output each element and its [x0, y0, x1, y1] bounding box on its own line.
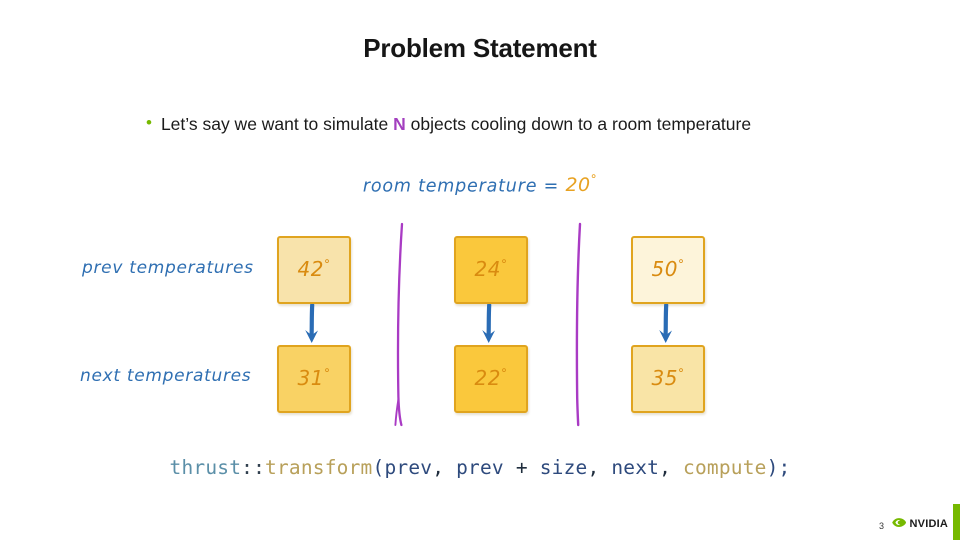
down-arrow-icon-2: [653, 302, 679, 344]
row-label-prev: prev temperatures: [82, 258, 254, 278]
bullet-text-before: Let’s say we want to simulate: [160, 114, 394, 134]
nvidia-wordmark: NVIDIA: [909, 518, 948, 530]
code-token-9: ,: [587, 456, 612, 479]
code-token-6: prev: [456, 456, 504, 479]
code-token-7: +: [503, 456, 540, 479]
temperature-box-next-0: 31°: [277, 345, 351, 413]
bullet-text: Let’s say we want to simulate N objects …: [161, 114, 751, 135]
temperature-number: 50: [651, 257, 678, 281]
temperature-box-prev-2: 50°: [631, 236, 705, 304]
code-token-10: next: [611, 456, 660, 479]
temperature-box-prev-1: 24°: [454, 236, 528, 304]
degree-icon: °: [500, 366, 508, 381]
brand-accent-bar: [953, 504, 960, 540]
code-token-8: size: [539, 456, 588, 479]
bullet-marker-icon: •: [146, 113, 152, 132]
nvidia-eye-icon: [891, 515, 907, 533]
bullet-highlight-n: N: [393, 114, 406, 134]
temperature-value: 35°: [652, 366, 685, 390]
bullet-text-after: objects cooling down to a room temperatu…: [405, 114, 752, 134]
degree-icon: °: [500, 257, 508, 272]
room-temperature-value: 20°: [565, 173, 598, 197]
temperature-value: 22°: [475, 366, 508, 390]
code-token-11: ,: [659, 456, 684, 479]
room-temperature-caption: room temperature = 20°: [0, 173, 960, 196]
page-title: Problem Statement: [363, 33, 597, 63]
code-snippet: thrust::transform(prev, prev + size, nex…: [0, 456, 960, 479]
code-token-13: );: [766, 456, 791, 479]
temperature-number: 24: [474, 257, 501, 281]
code-token-5: ,: [432, 456, 457, 479]
temperature-value: 24°: [475, 257, 508, 281]
temperature-value: 31°: [298, 366, 331, 390]
row-label-next: next temperatures: [80, 366, 252, 386]
room-temperature-number: 20: [565, 174, 591, 197]
down-arrow-icon-0: [299, 302, 325, 344]
code-token-12: compute: [683, 456, 767, 479]
bullet-item: • Let’s say we want to simulate N object…: [146, 114, 751, 135]
degree-icon: °: [323, 366, 331, 381]
group-separator-1: [565, 222, 591, 427]
temperature-box-next-1: 22°: [454, 345, 528, 413]
group-separator-0: [388, 222, 414, 427]
nvidia-logo: NVIDIA: [891, 515, 948, 533]
page-number: 3: [878, 521, 884, 531]
room-temperature-label: room temperature =: [362, 176, 566, 197]
degree-icon: °: [677, 257, 685, 272]
temperature-box-next-2: 35°: [631, 345, 705, 413]
code-token-3: (: [372, 456, 385, 479]
temperature-value: 50°: [652, 257, 685, 281]
code-token-0: thrust: [169, 456, 242, 479]
code-token-1: ::: [241, 456, 266, 479]
temperature-box-prev-0: 42°: [277, 236, 351, 304]
temperature-number: 22: [474, 366, 501, 390]
temperature-value: 42°: [298, 257, 331, 281]
temperature-number: 31: [297, 366, 324, 390]
degree-icon: °: [590, 173, 598, 187]
code-token-2: transform: [265, 456, 373, 479]
temperature-number: 35: [651, 366, 678, 390]
down-arrow-icon-1: [476, 302, 502, 344]
degree-icon: °: [677, 366, 685, 381]
degree-icon: °: [323, 257, 331, 272]
temperature-number: 42: [297, 257, 324, 281]
code-token-4: prev: [384, 456, 433, 479]
